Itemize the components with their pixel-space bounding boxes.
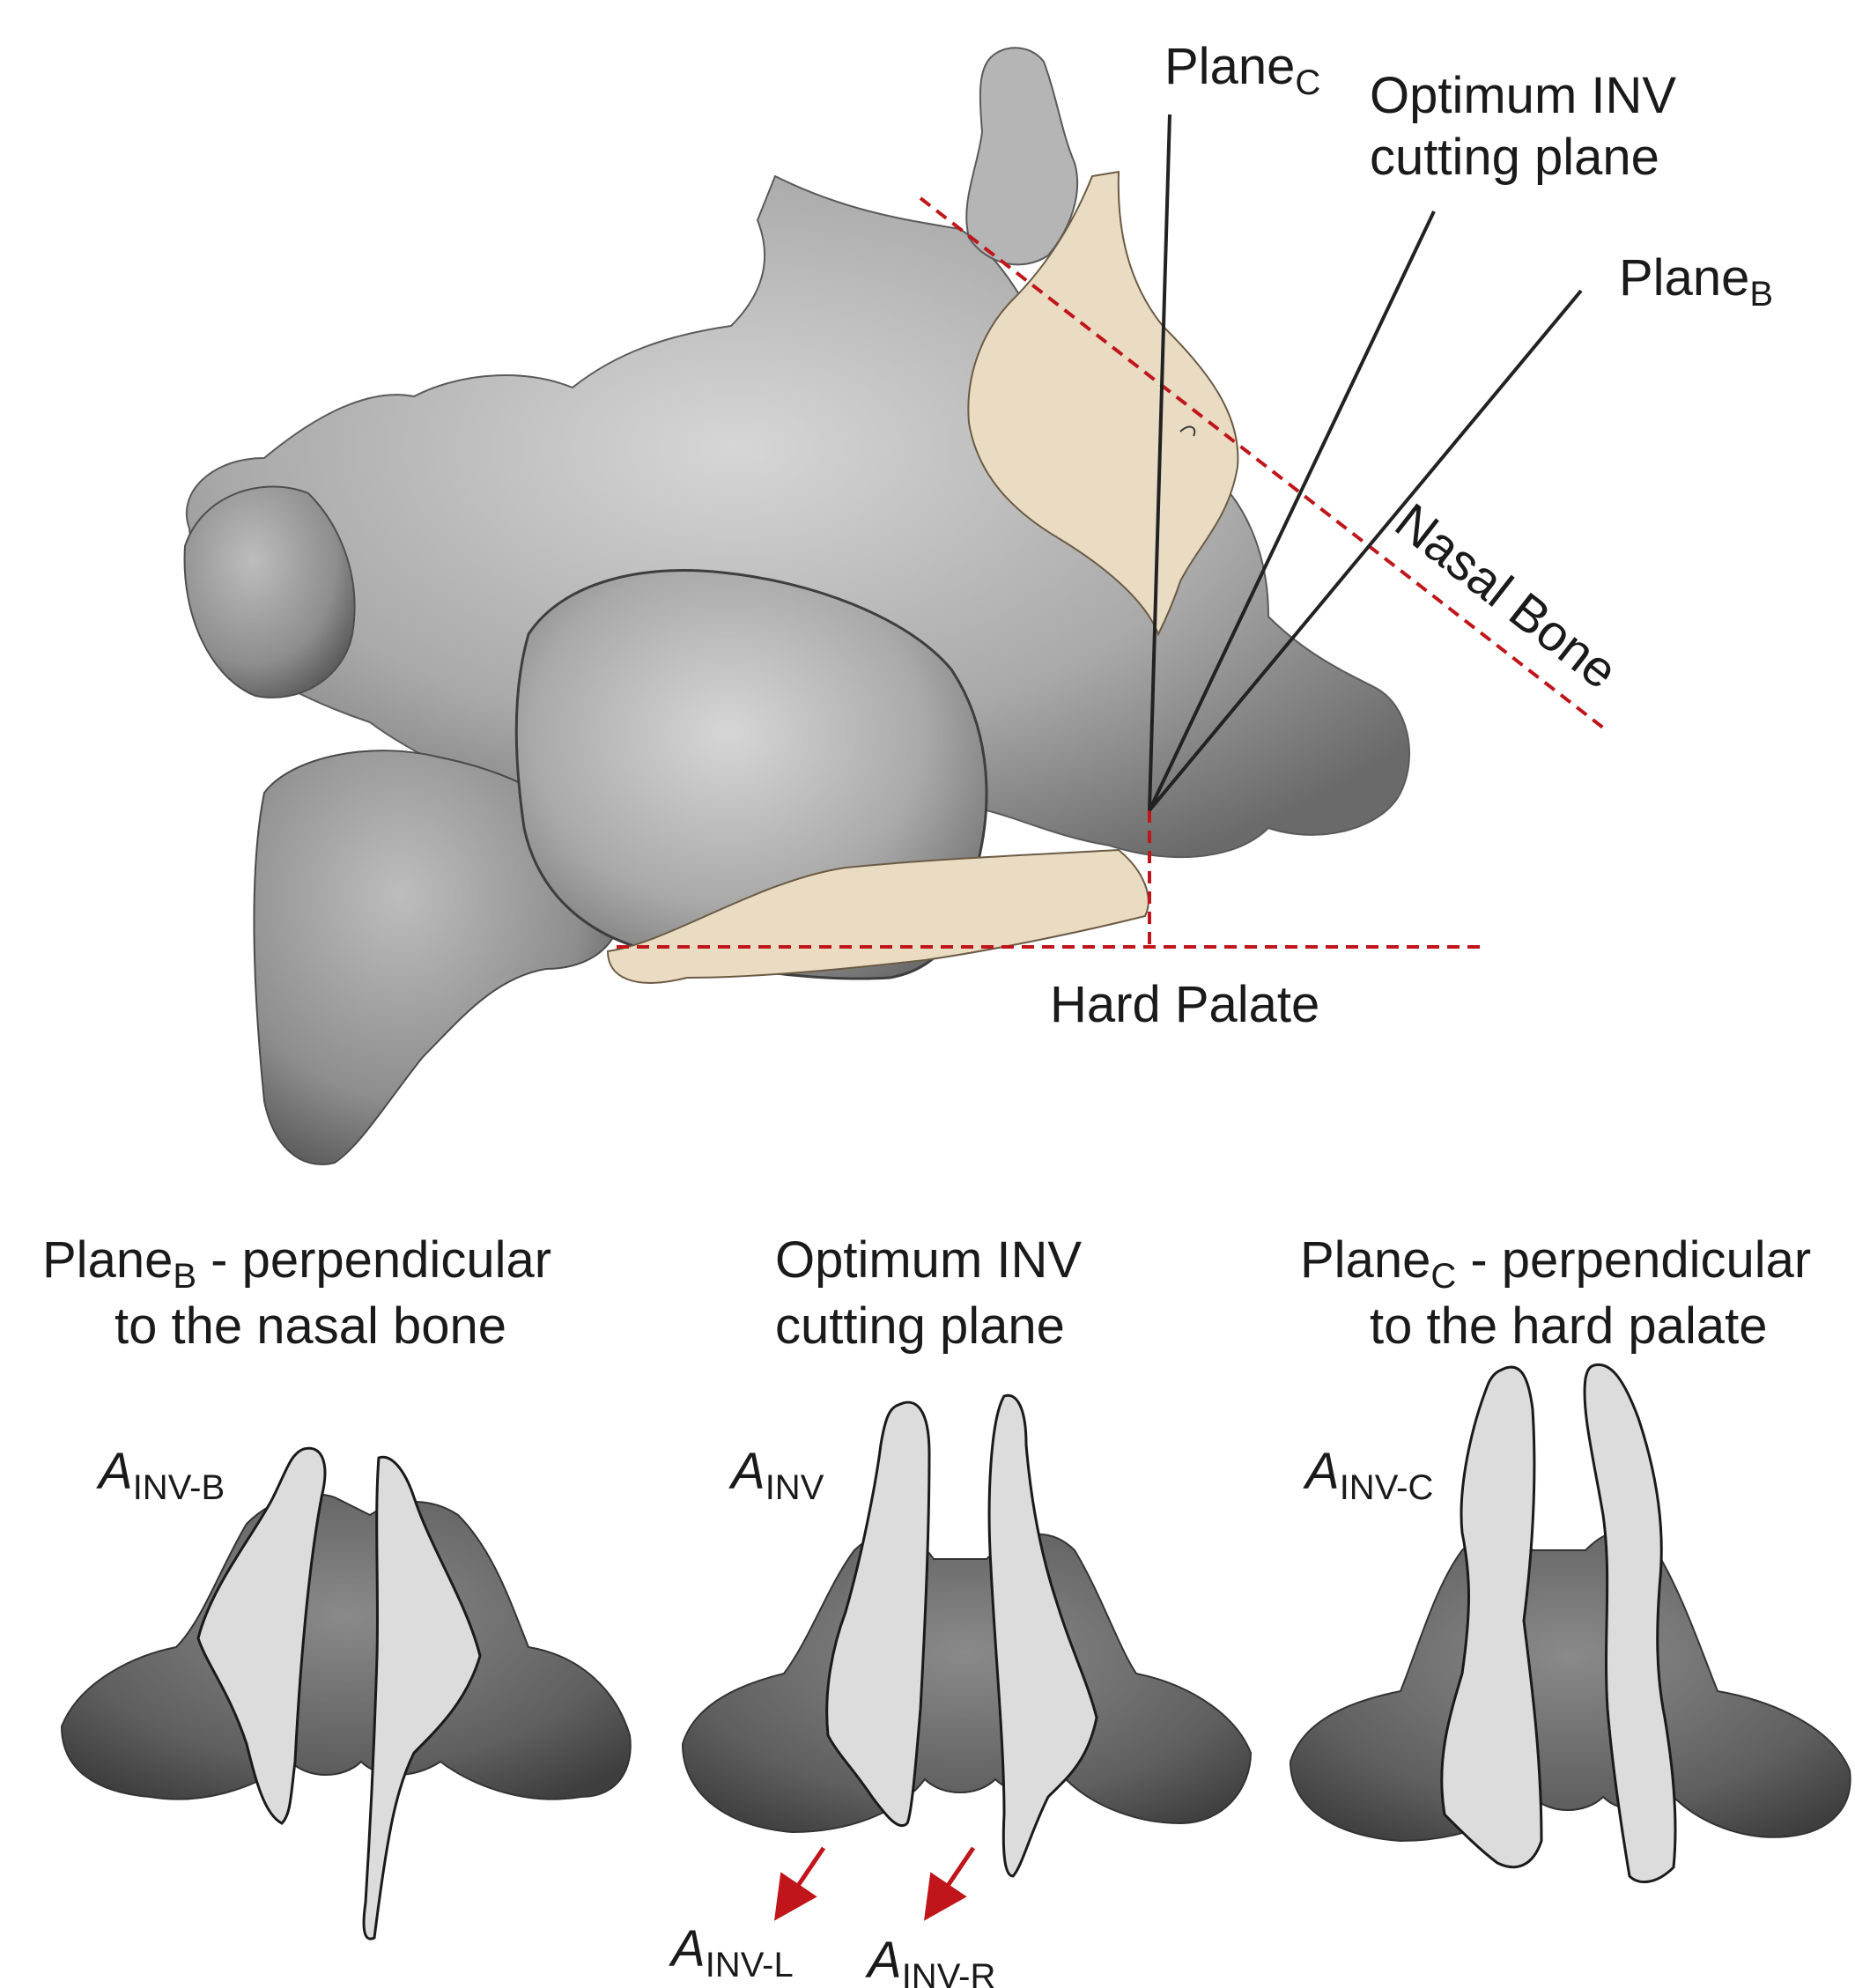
- optimum-label-line1: Optimum INV: [1370, 67, 1676, 124]
- nasal-bone-label: Nasal Bone: [1385, 492, 1628, 700]
- panel-opt-area-label: AINV: [728, 1443, 824, 1507]
- panel-c-area-label: AINV-C: [1303, 1443, 1433, 1507]
- panel-plane-b: PlaneB - perpendicular to the nasal bone…: [42, 1231, 631, 1939]
- panel-b-title-line2: to the nasal bone: [115, 1297, 506, 1355]
- panel-c-title-line2: to the hard palate: [1370, 1297, 1767, 1355]
- plane-b-label: PlaneB: [1619, 249, 1773, 314]
- panel-plane-c: PlaneC - perpendicular to the hard palat…: [1290, 1231, 1851, 1882]
- left-bone-lobe: [185, 487, 355, 698]
- hard-palate-label: Hard Palate: [1050, 976, 1319, 1033]
- panel-c-title-line1: PlaneC - perpendicular: [1300, 1231, 1811, 1296]
- panel-optimum: Optimum INV cutting plane AINV AINV-L AI…: [669, 1231, 1251, 1988]
- arrow-right: [936, 1848, 973, 1903]
- arrow-left: [787, 1848, 824, 1903]
- panel-opt-right-label: AINV-R: [865, 1932, 995, 1988]
- panel-b-nose: [62, 1494, 631, 1799]
- upper-bone-projection: [966, 48, 1077, 264]
- panel-opt-title-line2: cutting plane: [775, 1297, 1065, 1355]
- optimum-label-line2: cutting plane: [1370, 129, 1659, 186]
- panel-b-title-line1: PlaneB - perpendicular: [42, 1231, 551, 1296]
- panel-opt-left-label: AINV-L: [669, 1920, 794, 1984]
- panel-c-nose: [1290, 1531, 1851, 1842]
- panel-opt-nose: [683, 1534, 1251, 1832]
- panel-b-area-label: AINV-B: [96, 1443, 225, 1507]
- plane-c-label: PlaneC: [1164, 38, 1320, 102]
- panel-opt-title-line1: Optimum INV: [775, 1231, 1082, 1289]
